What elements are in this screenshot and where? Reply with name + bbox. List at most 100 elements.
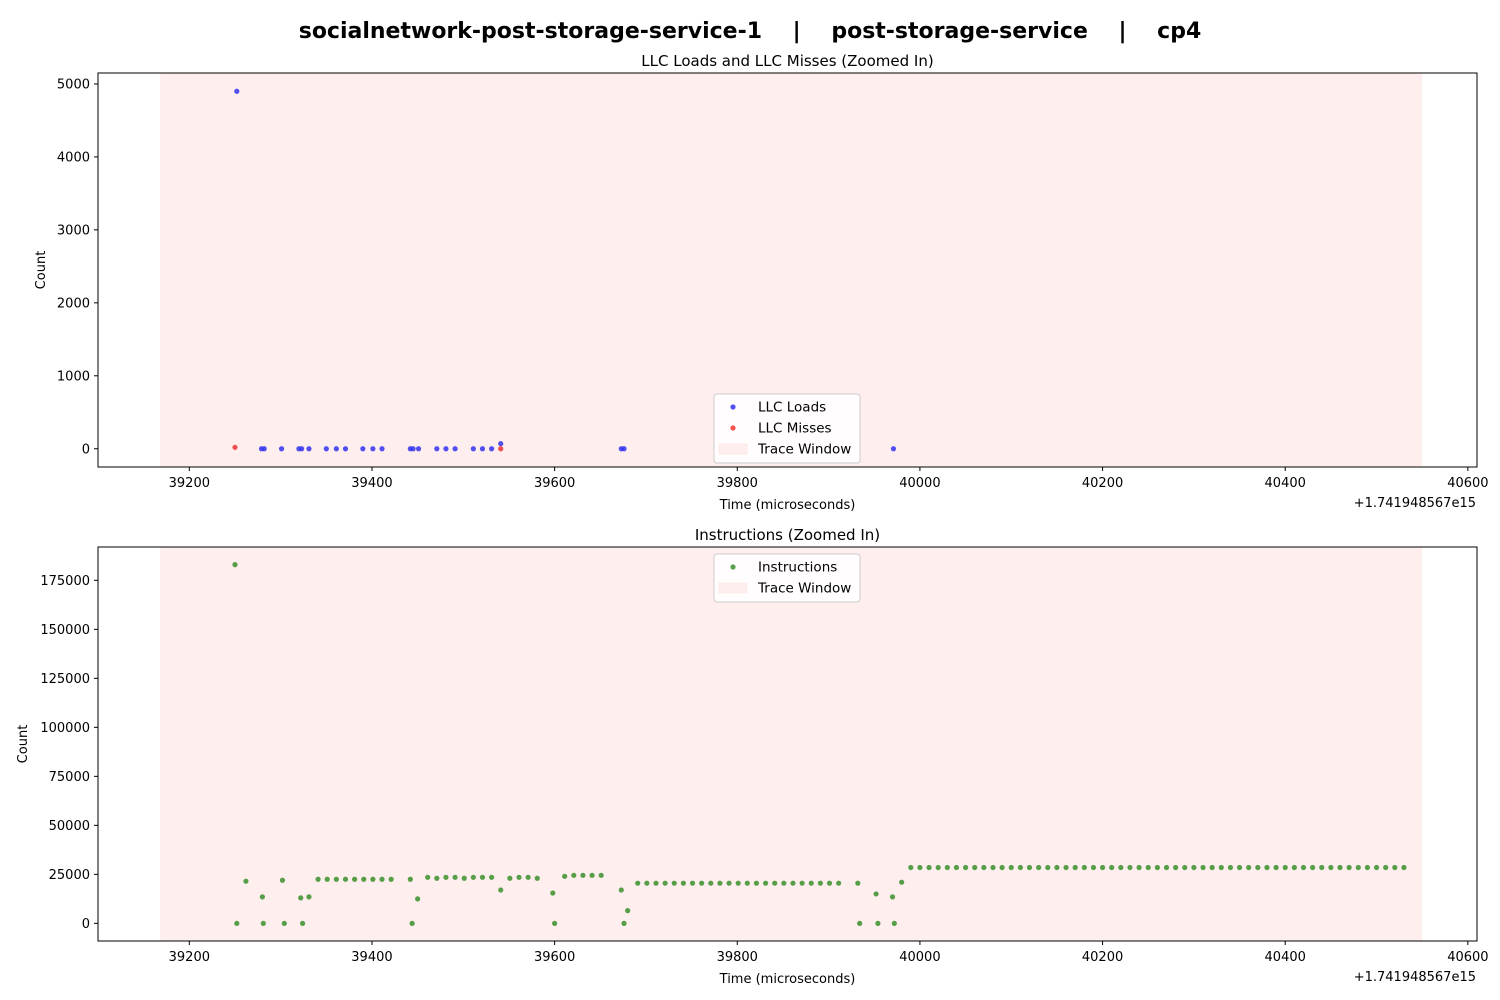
legend-patch (718, 582, 748, 594)
data-point (962, 864, 969, 871)
y-tick-label: 2000 (57, 296, 90, 311)
data-point (662, 880, 668, 886)
y-tick-label: 0 (82, 917, 90, 932)
data-point (935, 864, 941, 871)
data-point (1063, 864, 1069, 871)
data-point (1127, 864, 1133, 871)
data-point (261, 446, 267, 452)
data-point (671, 880, 677, 886)
data-point (1310, 864, 1316, 871)
y-tick-label: 150000 (40, 623, 90, 638)
data-point (1319, 864, 1325, 871)
data-point (1282, 864, 1288, 871)
data-point (415, 896, 421, 902)
data-point (857, 920, 863, 926)
data-point (717, 880, 723, 886)
data-point (479, 446, 486, 452)
data-point (917, 864, 923, 871)
data-point (425, 874, 431, 880)
data-point (1392, 864, 1398, 871)
data-point (243, 878, 249, 884)
data-point (534, 875, 540, 881)
legend-label: LLC Misses (758, 421, 832, 437)
data-point (299, 920, 306, 926)
data-point (689, 880, 696, 886)
plot-frame (97, 546, 1478, 942)
data-point (550, 890, 556, 896)
data-point (361, 876, 367, 882)
y-tick-label: 175000 (40, 574, 90, 589)
y-tick-label: 125000 (40, 672, 90, 687)
data-point (817, 880, 823, 886)
legend-box (713, 393, 861, 464)
data-point (826, 880, 833, 886)
data-point (1200, 864, 1206, 871)
y-tick-label: 100000 (40, 721, 90, 736)
x-tick-label: 40600 (1447, 476, 1488, 491)
chart-title: LLC Loads and LLC Misses (Zoomed In) (641, 52, 933, 70)
data-point (434, 875, 440, 881)
data-point (306, 894, 312, 900)
y-tick-label: 5000 (57, 77, 90, 92)
data-point (781, 880, 787, 886)
data-point (323, 446, 329, 452)
data-point (621, 920, 627, 926)
data-point (489, 874, 495, 880)
data-point (1145, 864, 1151, 871)
data-point (260, 920, 266, 926)
data-point (498, 446, 504, 452)
data-point (443, 446, 449, 452)
legend-label: Trace Window (757, 442, 851, 458)
data-point (407, 876, 413, 882)
data-point (708, 880, 714, 886)
data-point (324, 876, 330, 882)
data-point (1337, 864, 1343, 871)
data-point (953, 864, 960, 871)
x-tick-label: 39600 (534, 950, 575, 965)
x-tick-label: 39400 (351, 476, 392, 491)
data-point (333, 446, 339, 452)
x-tick-label: 39400 (351, 950, 392, 965)
data-point (525, 874, 531, 880)
data-point (836, 880, 842, 886)
data-point (379, 876, 385, 882)
data-point (452, 874, 458, 880)
x-axis-label: Time (microseconds) (719, 972, 856, 987)
data-point (744, 880, 750, 886)
data-point (342, 876, 349, 882)
data-point (890, 446, 897, 452)
data-point (1218, 864, 1224, 871)
x-tick-label: 39800 (717, 476, 758, 491)
legend-label: Trace Window (757, 581, 851, 597)
data-point (1273, 864, 1279, 871)
data-point (461, 875, 467, 881)
data-point (1246, 864, 1252, 871)
data-point (1182, 864, 1188, 871)
data-point (1099, 864, 1106, 871)
data-point (855, 880, 861, 886)
x-tick-label: 40000 (899, 950, 940, 965)
data-point (621, 446, 627, 452)
data-point (234, 920, 240, 926)
data-point (232, 562, 238, 568)
data-point (1154, 864, 1160, 871)
data-point (352, 876, 358, 882)
data-point (562, 873, 568, 879)
data-point (1163, 864, 1170, 871)
data-point (1264, 864, 1270, 871)
data-point (360, 446, 366, 452)
data-point (1209, 864, 1215, 871)
data-point (990, 864, 996, 871)
data-point (899, 879, 905, 885)
x-offset-label: +1.741948567e15 (1354, 970, 1476, 985)
data-point (753, 880, 760, 886)
data-point (498, 441, 504, 447)
data-point (598, 872, 604, 878)
data-point (333, 876, 339, 882)
x-tick-label: 40000 (899, 476, 940, 491)
x-tick-label: 40600 (1447, 950, 1488, 965)
data-point (1355, 864, 1361, 871)
x-tick-label: 40400 (1265, 950, 1306, 965)
